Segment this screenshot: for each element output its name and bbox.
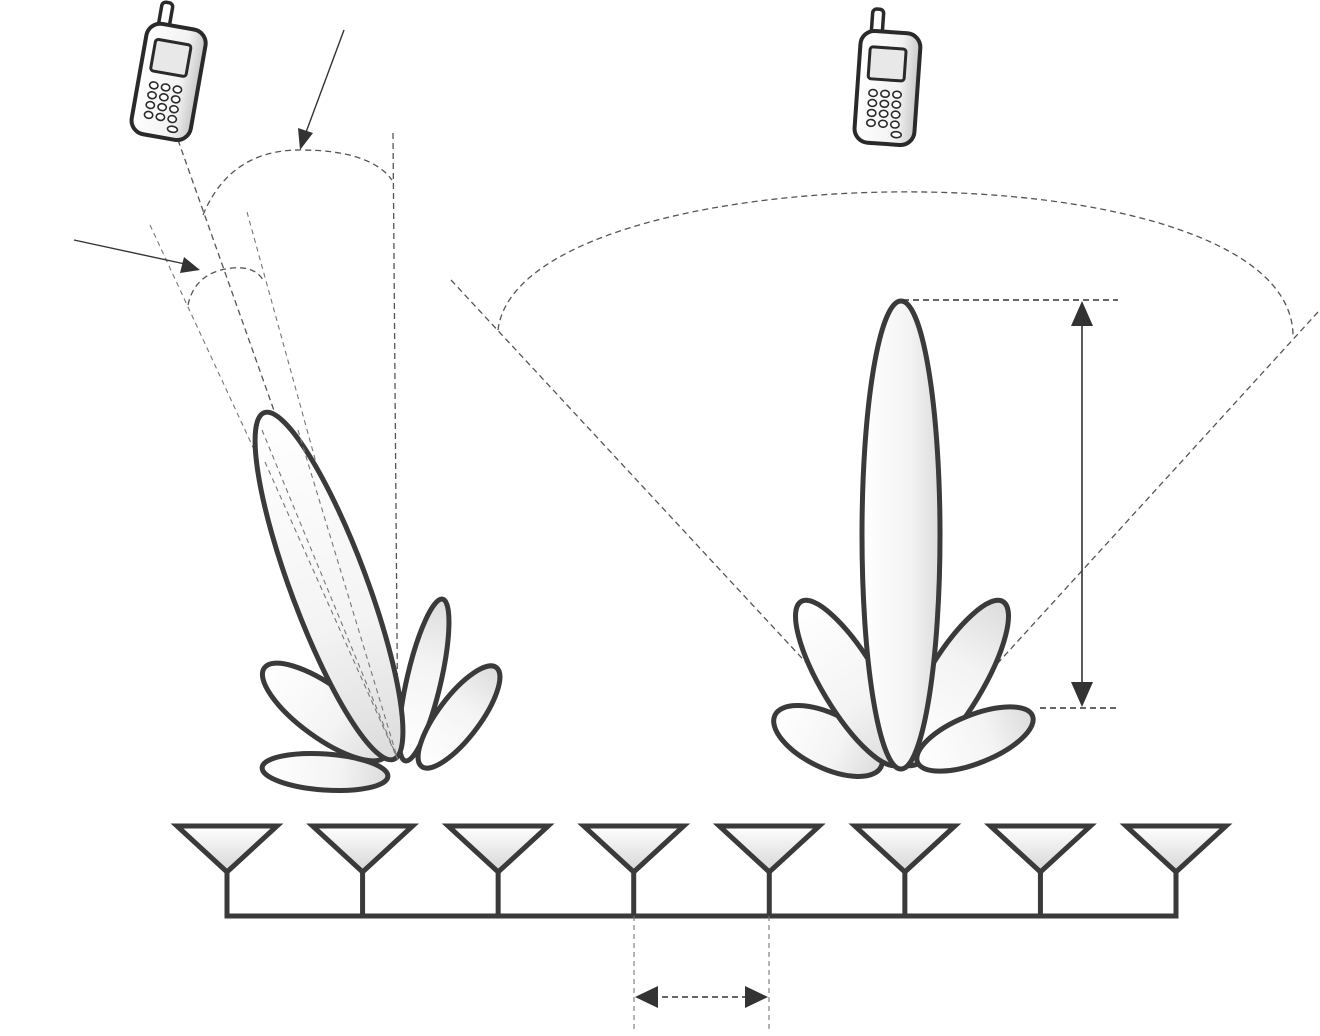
phone-key: [145, 100, 156, 110]
phone-key: [877, 119, 888, 128]
steered-side-lobe: [259, 751, 391, 793]
phone-screen: [866, 45, 908, 83]
beamwidth-edge-right: [246, 211, 399, 761]
beamwidth-pointer: [73, 239, 186, 265]
phone-key: [172, 85, 183, 94]
phone-key: [866, 108, 877, 118]
beam-center-line-overlay: [261, 429, 399, 761]
phone-key: [880, 89, 891, 99]
phone-key: [143, 110, 154, 120]
antenna-element-icon: [170, 823, 284, 919]
antenna-array: [170, 823, 1233, 919]
phone-key: [879, 99, 890, 109]
phone-key: [167, 114, 178, 124]
antenna-element-icon: [984, 823, 1097, 919]
spacing-arrow-left: [635, 986, 658, 1008]
antenna-radiator: [984, 823, 1097, 876]
steered-side-lobe: [415, 663, 503, 771]
broadside-beam-group: [450, 191, 1319, 779]
phone-screen: [149, 37, 193, 78]
phone-key: [878, 109, 889, 118]
phone-key: [867, 98, 878, 108]
phone-key: [890, 130, 902, 139]
antenna-radiator: [712, 823, 826, 876]
antenna-elements: [170, 823, 1233, 919]
beamwidth-edge-right-overlay: [297, 429, 399, 761]
element-spacing-dimension: [633, 916, 770, 1030]
antenna-radiator: [1119, 823, 1233, 876]
beamwidth-arc: [187, 267, 264, 306]
beamwidth-edge-left-overlay: [264, 461, 399, 761]
gain-arrow-down: [1071, 682, 1093, 707]
antenna-element-icon: [1119, 823, 1233, 919]
phone-key: [890, 110, 901, 119]
antenna-radiator: [441, 823, 555, 876]
spacing-arrow-right: [745, 986, 768, 1008]
antenna-radiator: [170, 823, 284, 876]
phone-key: [147, 90, 158, 100]
mobile-phone-icon: [852, 7, 923, 147]
antenna-radiator: [306, 823, 419, 876]
phone-key: [868, 88, 879, 98]
coverage-arc: [497, 191, 1294, 336]
phone-key: [891, 100, 902, 109]
broadside-side-lobe: [914, 704, 1036, 774]
phone-key: [157, 102, 168, 112]
phone-key: [155, 112, 166, 122]
steering-angle-arc: [202, 149, 393, 216]
phone-key: [168, 104, 179, 114]
steering-angle-arrowhead: [298, 128, 313, 150]
gain-arrow-up: [1071, 301, 1093, 326]
antenna-element-icon: [712, 823, 826, 919]
phone-body: [129, 21, 208, 143]
steering-angle-pointer: [304, 29, 345, 136]
boresight-line: [392, 132, 399, 761]
antenna-element-icon: [306, 823, 419, 919]
antenna-element-icon: [577, 823, 691, 919]
steered-side-lobe: [396, 596, 452, 764]
beamwidth-arrowhead: [180, 257, 200, 273]
mobile-phone-icon: [129, 0, 208, 143]
phone-key: [889, 120, 900, 129]
phone-key: [170, 95, 181, 104]
phone-key: [160, 83, 171, 92]
phone-key: [166, 125, 179, 134]
phone-key: [892, 90, 902, 99]
antenna-element-icon: [848, 823, 962, 919]
antenna-radiator: [577, 823, 691, 876]
phone-key: [865, 118, 876, 128]
steered-beam-group: [73, 29, 503, 793]
broadside-main-lobe: [859, 298, 943, 772]
antenna-element-icon: [441, 823, 555, 919]
phone-key: [148, 81, 159, 90]
steered-main-lobe: [252, 409, 406, 763]
users: [129, 0, 923, 147]
antenna-radiator: [848, 823, 962, 876]
phone-key: [158, 93, 169, 102]
